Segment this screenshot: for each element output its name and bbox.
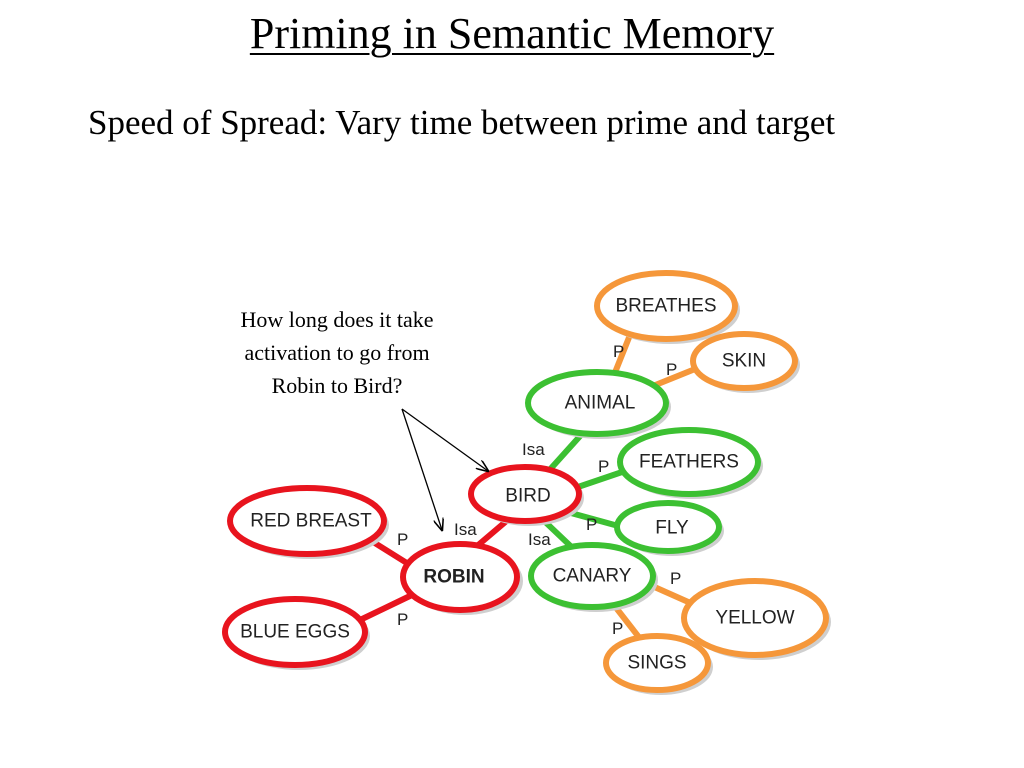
annotation-arrows bbox=[401, 408, 488, 530]
link-label-p-animal-skin: P bbox=[666, 360, 677, 379]
node-blue-eggs: BLUE EGGS bbox=[222, 596, 370, 670]
link-robin-red-breast bbox=[367, 537, 413, 568]
node-feathers: FEATHERS bbox=[617, 427, 763, 499]
node-skin: SKIN bbox=[690, 331, 800, 393]
node-fly-label: FLY bbox=[655, 518, 689, 539]
node-animal-label: ANIMAL bbox=[565, 393, 636, 414]
link-label-p-bird-feathers: P bbox=[598, 457, 609, 476]
link-label-p-animal-breathes: P bbox=[613, 342, 624, 361]
node-robin: ROBIN bbox=[400, 541, 523, 615]
node-red-breast-label: RED BREAST bbox=[250, 511, 372, 532]
arrow-to-bird bbox=[401, 408, 488, 471]
bullet-text: Speed of Spread: Vary time between prime… bbox=[88, 103, 836, 142]
node-bird-label: BIRD bbox=[505, 486, 550, 507]
arrow-to-robin bbox=[401, 408, 442, 530]
node-canary-label: CANARY bbox=[553, 566, 632, 587]
link-label-p-canary-sings: P bbox=[612, 619, 623, 638]
link-label-isa-bird-animal: Isa bbox=[522, 440, 545, 459]
node-breathes-label: BREATHES bbox=[615, 296, 716, 317]
node-canary: CANARY bbox=[528, 542, 658, 612]
node-skin-label: SKIN bbox=[722, 351, 766, 372]
link-label-p-robin-blue-eggs: P bbox=[397, 610, 408, 629]
link-label-p-canary-yellow: P bbox=[670, 569, 681, 588]
node-sings: SINGS bbox=[603, 633, 713, 695]
node-robin-label: ROBIN bbox=[423, 567, 484, 588]
link-label-p-bird-fly: P bbox=[586, 515, 597, 534]
link-label-isa-robin-bird: Isa bbox=[454, 520, 477, 539]
link-labels: P P Isa P P Isa Isa P P P P bbox=[397, 342, 681, 638]
node-blue-eggs-label: BLUE EGGS bbox=[240, 622, 350, 643]
node-bird: BIRD bbox=[468, 464, 584, 526]
link-bird-feathers bbox=[572, 467, 631, 491]
node-fly: FLY bbox=[614, 500, 724, 556]
link-label-p-robin-red-breast: P bbox=[397, 530, 408, 549]
node-breathes: BREATHES bbox=[594, 270, 740, 344]
node-yellow-label: YELLOW bbox=[715, 608, 794, 629]
slide-title: Priming in Semantic Memory bbox=[249, 9, 775, 58]
node-sings-label: SINGS bbox=[627, 653, 686, 674]
node-feathers-label: FEATHERS bbox=[639, 452, 739, 473]
node-animal: ANIMAL bbox=[525, 369, 671, 439]
annotation-text: How long does it take activation to go f… bbox=[240, 307, 434, 398]
node-red-breast: RED BREAST bbox=[227, 485, 389, 559]
link-robin-blue-eggs bbox=[357, 592, 415, 623]
link-label-isa-canary-bird: Isa bbox=[528, 530, 551, 549]
node-yellow: YELLOW bbox=[681, 578, 831, 660]
